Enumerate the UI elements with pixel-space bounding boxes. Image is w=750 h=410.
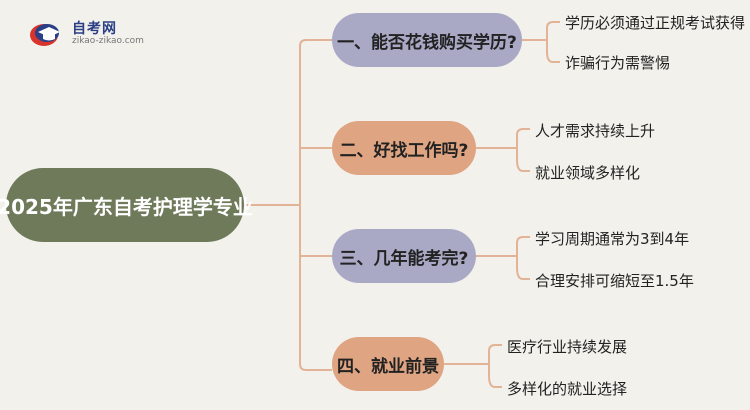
leaf-node: 合理安排可缩短至1.5年 <box>535 272 694 290</box>
leaf-node: 学历必须通过正规考试获得 <box>565 14 746 32</box>
branch-node-2: 二、好找工作吗? <box>332 121 476 175</box>
leaf-links-4 <box>444 344 502 388</box>
logo-url: zikao-zikao.com <box>72 36 144 46</box>
leaf-node: 学习周期通常为3到4年 <box>535 230 690 248</box>
leaf-node: 诈骗行为需警惕 <box>565 54 671 72</box>
branch-node-1: 一、能否花钱购买学历? <box>332 13 522 67</box>
trunk-line <box>299 39 332 371</box>
leaf-links-3 <box>476 236 530 280</box>
leaf-node: 医疗行业持续发展 <box>507 338 628 356</box>
logo-title: 自考网 <box>72 21 117 37</box>
leaf-node: 人才需求持续上升 <box>535 122 656 140</box>
leaf-node: 就业领域多样化 <box>535 164 641 182</box>
branch-node-3: 三、几年能考完? <box>332 229 476 283</box>
leaf-node: 多样化的就业选择 <box>507 380 628 398</box>
graduation-cap-icon <box>30 24 60 46</box>
root-node: 2025年广东自考护理学专业 <box>0 168 253 242</box>
branch-node-4: 四、就业前景 <box>332 337 444 391</box>
leaf-links-1 <box>522 21 560 63</box>
leaf-links-2 <box>476 128 530 172</box>
